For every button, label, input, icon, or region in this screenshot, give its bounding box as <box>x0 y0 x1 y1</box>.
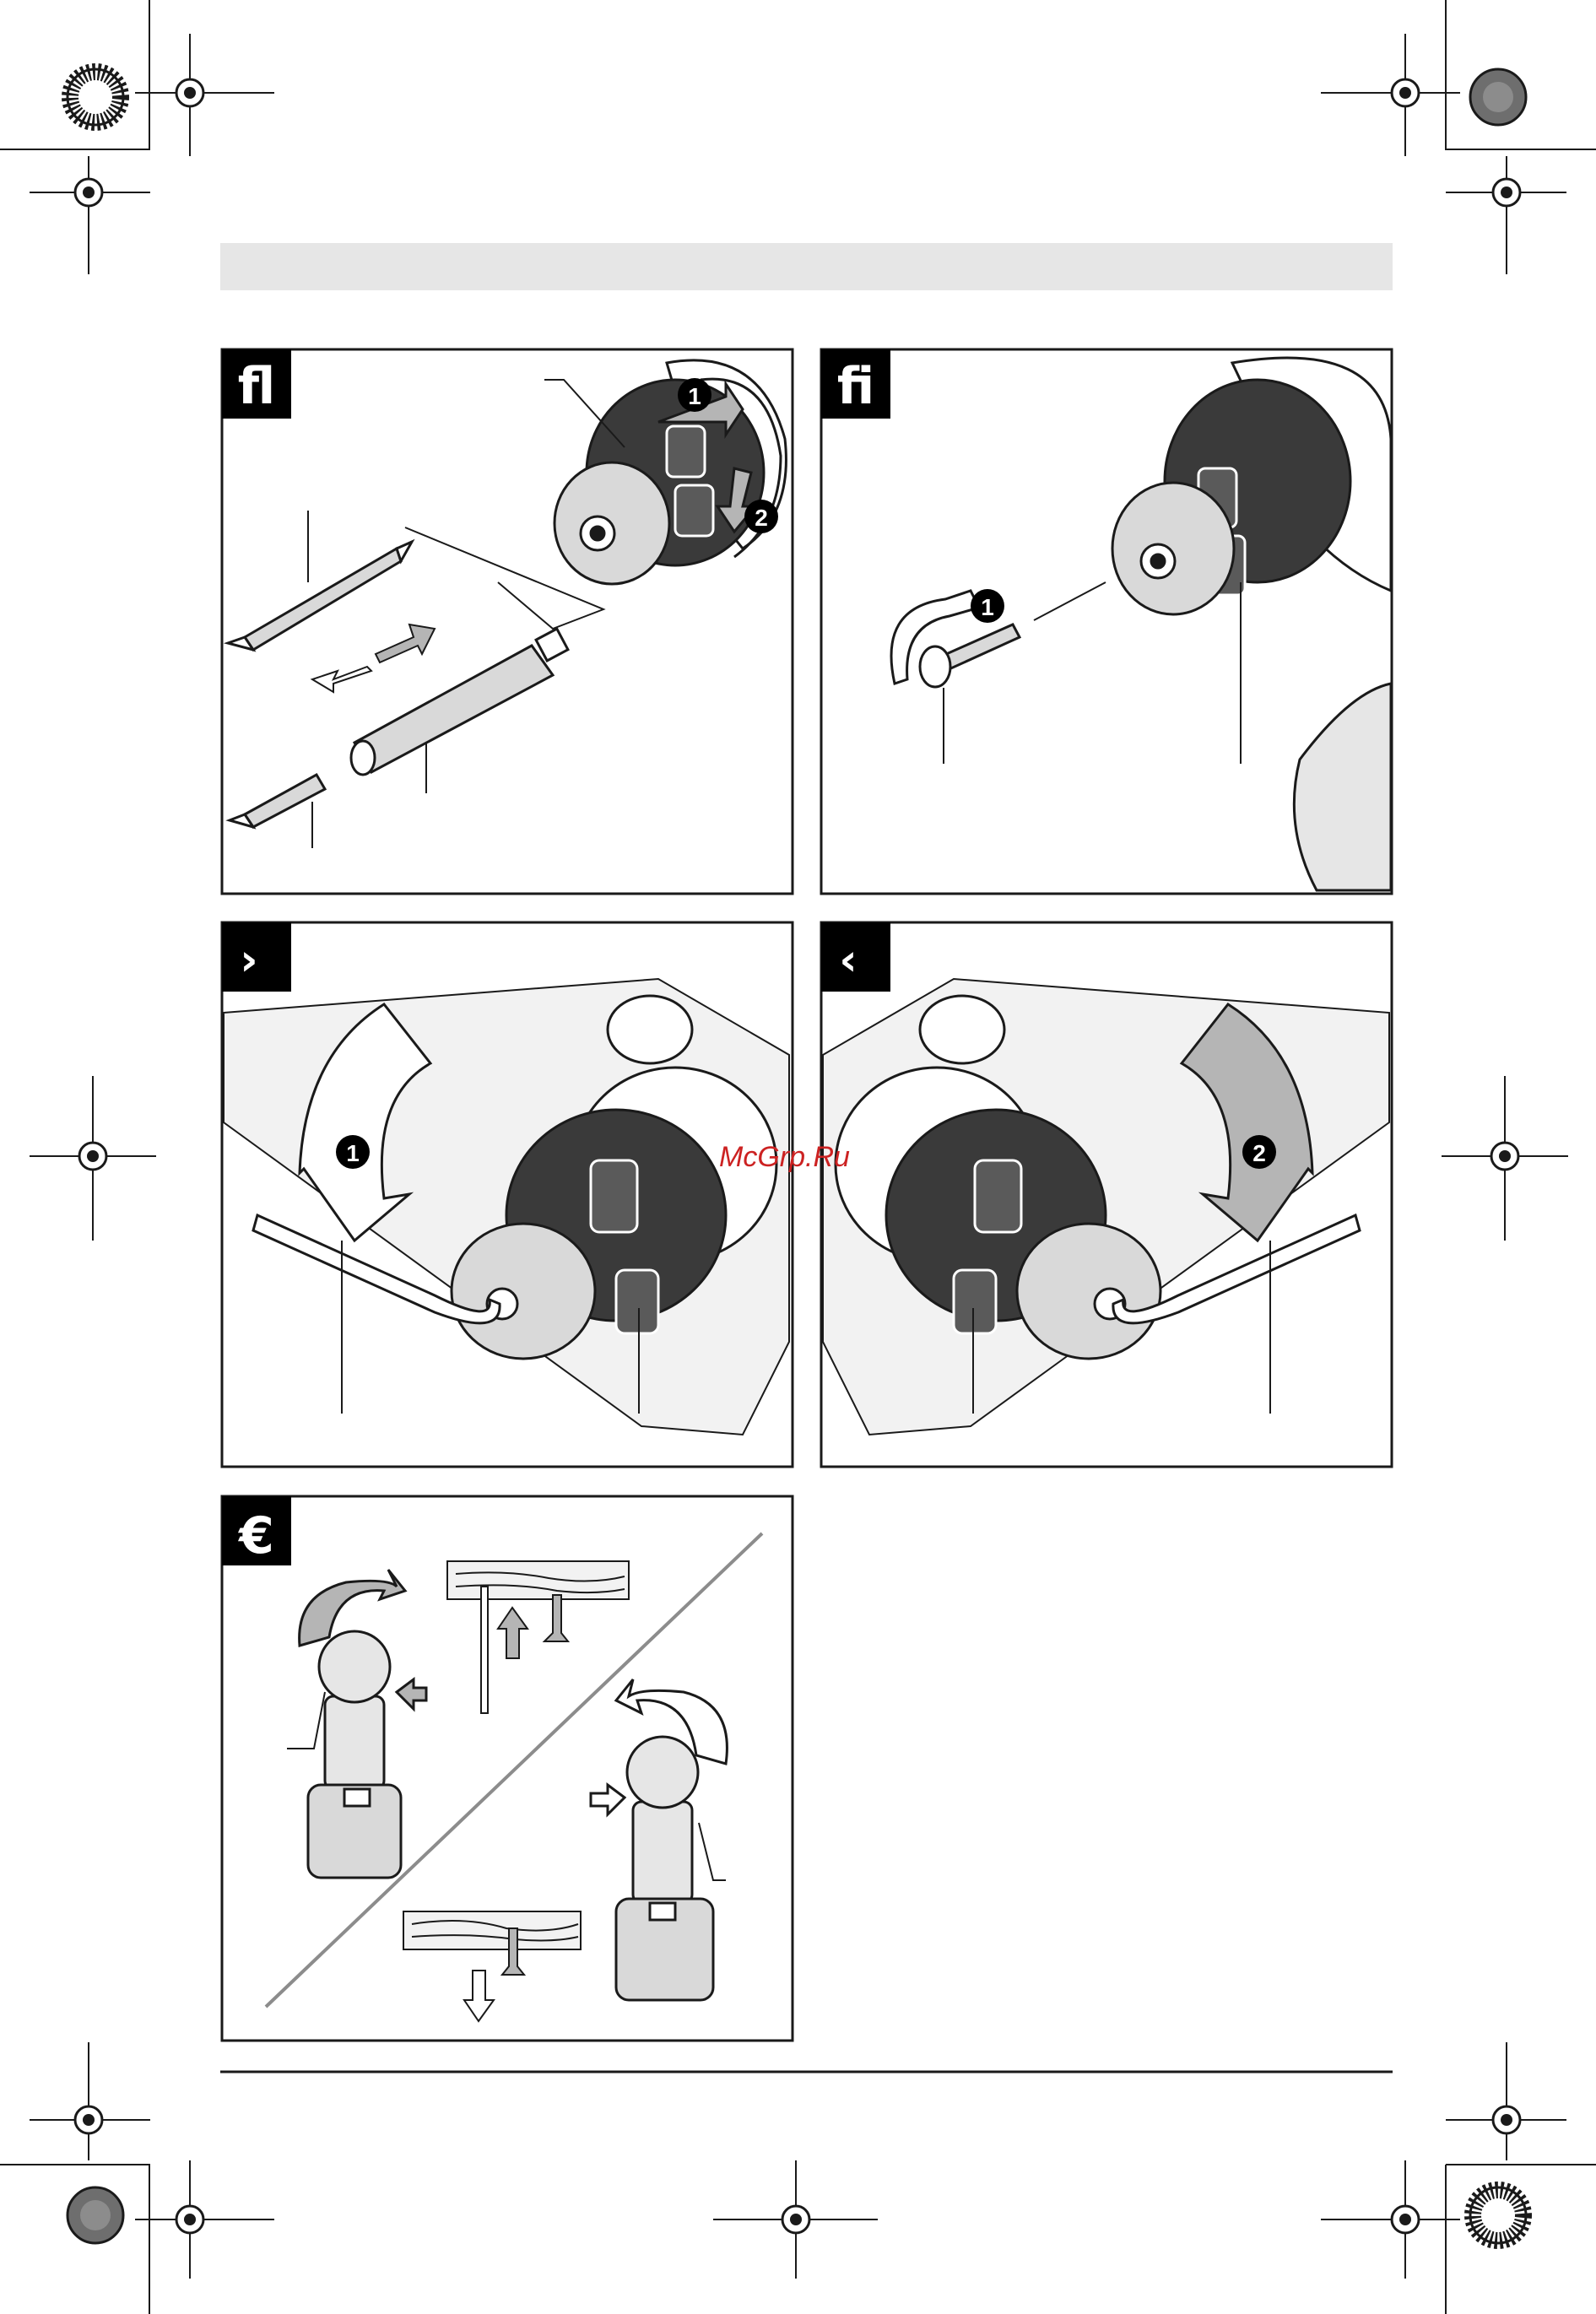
step-number: 1 <box>688 383 701 409</box>
figure-panel-rotation-direction: € <box>222 1496 793 2041</box>
step-number: 1 <box>346 1140 360 1166</box>
figure-panel-fl: fl 1 2 <box>222 349 793 894</box>
step-number: 2 <box>1252 1140 1266 1166</box>
panel-label: € <box>237 1506 274 1565</box>
watermark-text: McGrp.Ru <box>719 1141 850 1173</box>
figure-panel-fi: fi 1 <box>821 349 1392 894</box>
step-number: 1 <box>981 594 994 620</box>
panel-label: ‹ <box>839 935 857 986</box>
panel-label: fl <box>238 357 275 416</box>
panel-label: › <box>240 935 257 986</box>
wood-board-upper <box>447 1561 629 1599</box>
step-number: 2 <box>755 505 768 531</box>
panel-label: fi <box>837 357 874 416</box>
figure-panel-hex-key-left: › 1 <box>222 922 793 1467</box>
figure-panel-hex-key-right: ‹ 2 McGrp.Ru <box>719 922 1392 1467</box>
wood-board-lower <box>403 1911 581 1949</box>
header-bar <box>220 243 1393 290</box>
